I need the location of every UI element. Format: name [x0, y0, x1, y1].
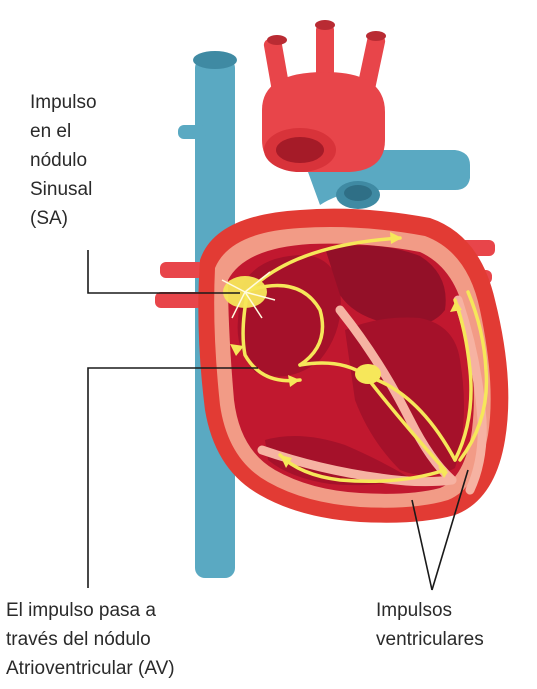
av-label-line-3: Atrioventricular (AV) — [6, 654, 175, 683]
ventricular-label-line-1: Impulsos — [376, 596, 484, 625]
ventricular-impulses-label: Impulsos ventriculares — [376, 596, 484, 654]
av-node-label: El impulso pasa a través del nódulo Atri… — [6, 596, 175, 683]
sa-label-line-2: en el — [30, 117, 97, 146]
sa-label-line-1: Impulso — [30, 88, 97, 117]
av-node — [355, 364, 381, 384]
av-label-line-1: El impulso pasa a — [6, 596, 175, 625]
ventricular-label-line-2: ventriculares — [376, 625, 484, 654]
sa-node-label: Impulso en el nódulo Sinusal (SA) — [30, 88, 97, 233]
av-label-line-2: través del nódulo — [6, 625, 175, 654]
sa-label-line-3: nódulo — [30, 146, 97, 175]
sa-label-line-5: (SA) — [30, 204, 97, 233]
aorta — [262, 20, 386, 172]
sa-label-line-4: Sinusal — [30, 175, 97, 204]
